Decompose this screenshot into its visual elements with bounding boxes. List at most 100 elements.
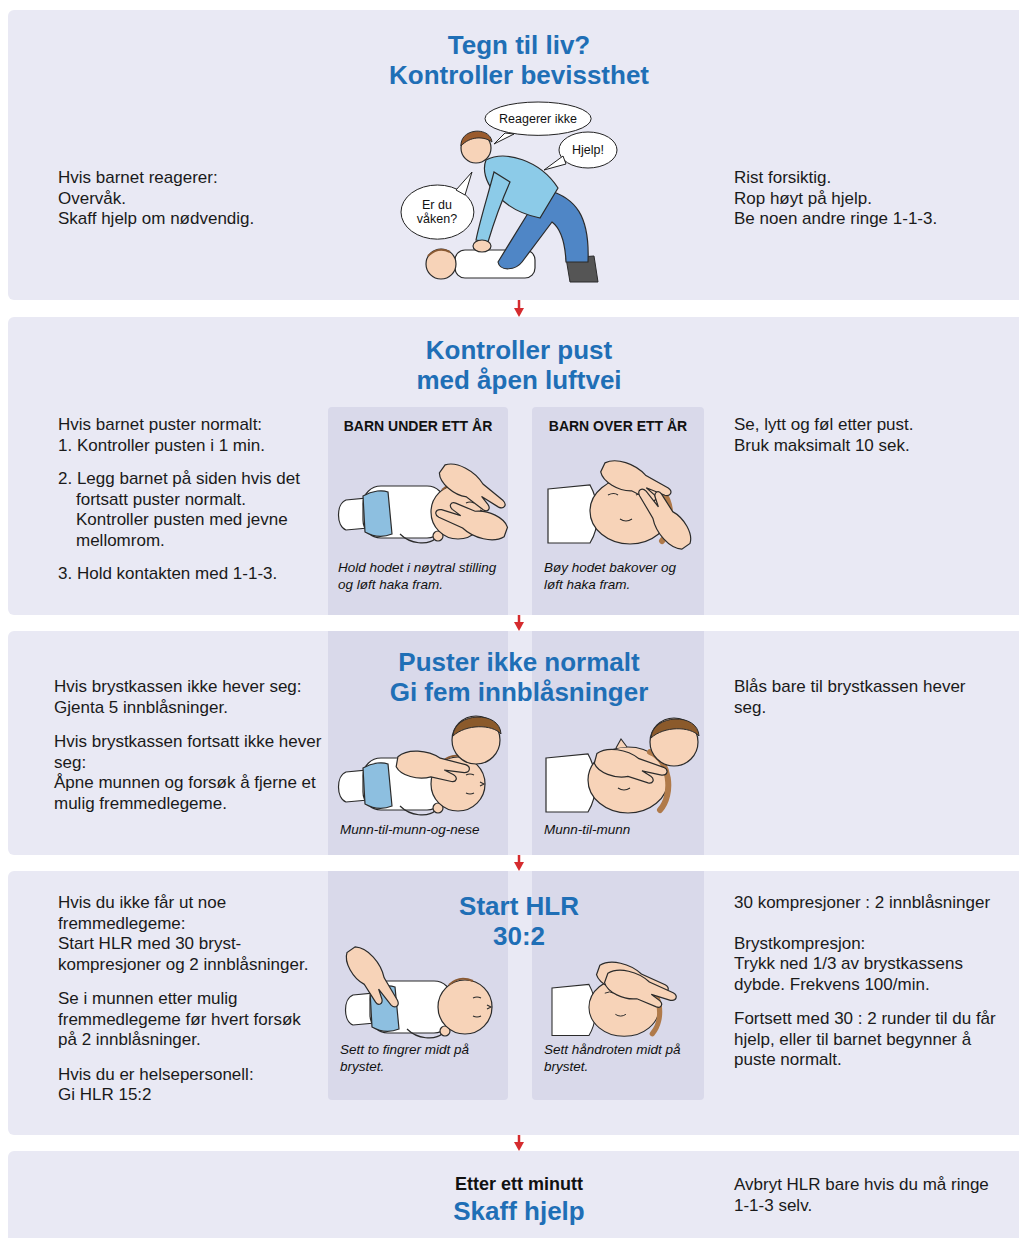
panel-caption: Hold hodet i nøytral stilling og løft ha… (338, 559, 504, 593)
text-slot: Munn-til-munn-og-nese (340, 821, 500, 838)
breath-infant (339, 716, 502, 815)
infant-figure (339, 756, 486, 815)
instruction-text: Rop høyt på hjelp. (734, 189, 1009, 210)
step-heading: Tegn til liv? Kontroller bevissthet (385, 30, 653, 90)
rescuer-figure (461, 131, 598, 282)
bubble-tail (456, 172, 472, 195)
instruction-text: Trykk ned 1/3 av brystkassens dybde. Fre… (734, 954, 1009, 995)
text-slot: Kontroller pust med åpen luftvei (406, 335, 632, 395)
child-body (455, 250, 535, 278)
rescuer-legs (498, 190, 588, 269)
panel-label: BARN UNDER ETT ÅR (334, 418, 502, 435)
rescuer-hand (473, 240, 491, 252)
bubble-ellipse (401, 185, 474, 239)
text-slot: Er du våken? (412, 198, 462, 226)
text-slot: Hvis du er helsepersonell: (58, 1065, 323, 1086)
text-slot: 30 kompresjoner : 2 innblåsninger (734, 893, 1009, 914)
bubble-tail (494, 133, 514, 144)
instruction-text: Hvis brystkassen ikke hever seg: (54, 677, 324, 698)
instruction-text: 1. Kontroller pusten i 1 min. (58, 436, 323, 457)
hand-figure (633, 480, 697, 555)
panel-caption: Munn-til-munn-og-nese (340, 821, 500, 838)
child-head (426, 249, 456, 279)
text-slot: Blås bare til brystkassen hever seg. (734, 677, 994, 718)
step-panel: Tegn til liv? Kontroller bevissthetHvis … (8, 10, 1019, 300)
instruction-text: Bruk maksimalt 10 sek. (734, 436, 1009, 457)
text-slot: BARN OVER ETT ÅR (536, 418, 700, 435)
text-slot: Sett håndroten midt på brystet. (544, 1041, 684, 1075)
flow-arrow (518, 615, 521, 627)
speech-text: Hjelp! (572, 143, 604, 157)
text-slot: Brystkompresjon: (734, 934, 1009, 955)
bubble-tails (456, 133, 566, 195)
connector-group (519, 300, 520, 1147)
text-slot: Hjelp! (572, 143, 604, 157)
instruction-text: Start HLR med 30 bryst- kompresjoner og … (58, 934, 323, 975)
text-slot: Etter ett minutt (369, 1173, 669, 1195)
step-subheading: Etter ett minutt (369, 1173, 669, 1195)
bubble-ellipse (485, 102, 591, 135)
hand-figure (594, 956, 671, 1006)
hand-figure (395, 748, 471, 787)
text-slot: Hvis brystkassen fortsatt ikke hever seg… (54, 732, 324, 773)
airway-child (548, 454, 696, 554)
text-slot: Åpne munnen og forsøk å fjerne et mulig … (54, 773, 324, 814)
panel-caption: Sett håndroten midt på brystet. (544, 1041, 684, 1075)
child-head-figure (546, 739, 668, 813)
instruction-text: Be noen andre ringe 1-1-3. (734, 209, 1009, 230)
text-slot: Avbryt HLR bare hvis du må ringe 1-1-3 s… (734, 1175, 994, 1216)
rescuer-hair (461, 131, 492, 146)
text-slot: Skaff hjelp (369, 1196, 669, 1226)
text-slot: Trykk ned 1/3 av brystkassens dybde. Fre… (734, 954, 1009, 995)
rescuer-torso (484, 156, 558, 218)
speech-bubble: Hjelp! (558, 131, 618, 169)
speech-text: Er du våken? (412, 198, 462, 226)
text-slot: Munn-til-munn (544, 821, 694, 838)
child-hair (428, 250, 450, 256)
text-slot: Hvis du ikke får ut noe fremmedlegeme: (58, 893, 323, 934)
instruction-text: Se i munnen etter mulig fremmedlegeme fø… (58, 989, 323, 1051)
infant-figure (339, 484, 486, 543)
instruction-text: Hvis du ikke får ut noe fremmedlegeme: (58, 893, 323, 934)
child-figure (426, 249, 535, 279)
text-slot: Bruk maksimalt 10 sek. (734, 436, 1009, 457)
text-slot: Rist forsiktig. (734, 168, 1009, 189)
instruction-text: Hvis brystkassen fortsatt ikke hever seg… (54, 732, 324, 773)
text-slot: Start HLR med 30 bryst- kompresjoner og … (58, 934, 323, 975)
instruction-text: Åpne munnen og forsøk å fjerne et mulig … (54, 773, 324, 814)
instruction-text: Skaff hjelp om nødvendig. (58, 209, 323, 230)
infant-figure (346, 979, 493, 1038)
step-panel: Puster ikke normalt Gi fem innblåsninger… (8, 631, 1019, 855)
instruction-text: 30 kompresjoner : 2 innblåsninger (734, 893, 1009, 914)
flow-arrow (518, 855, 521, 867)
text-slot: Hvis barnet reagerer: (58, 168, 323, 189)
text-slot: Puster ikke normalt Gi fem innblåsninger (385, 647, 653, 707)
instruction-text: Hvis du er helsepersonell: (58, 1065, 323, 1086)
text-slot: Bøy hodet bakover og løft haka fram. (544, 559, 696, 593)
text-slot: Gi HLR 15:2 (58, 1085, 323, 1106)
instruction-text: Blås bare til brystkassen hever seg. (734, 677, 994, 718)
speech-bubble: Er du våken? (400, 184, 475, 240)
illustration-panel: BARN OVER ETT ÅR Bøy hodet bakover og løf… (532, 407, 704, 615)
text-slot: Sett to fingrer midt på brystet. (340, 1041, 480, 1075)
instruction-text: Gi HLR 15:2 (58, 1085, 323, 1106)
panel-caption: Sett to fingrer midt på brystet. (340, 1041, 480, 1075)
instruction-text: Hvis barnet puster normalt: (58, 415, 323, 436)
instruction-text: Gjenta 5 innblåsninger. (54, 698, 324, 719)
child-head-figure (552, 971, 660, 1036)
panel-caption: Bøy hodet bakover og løft haka fram. (544, 559, 696, 593)
text-slot: Skaff hjelp om nødvendig. (58, 209, 323, 230)
text-slot: Overvåk. (58, 189, 323, 210)
text-slot: Tegn til liv? Kontroller bevissthet (385, 30, 653, 90)
rescuer-head-figure (452, 716, 501, 764)
text-slot: Hold hodet i nøytral stilling og løft ha… (338, 559, 504, 593)
rescuer-head-figure (650, 718, 699, 766)
breath-child (546, 718, 699, 813)
cpr-infant (341, 942, 492, 1038)
text-slot: 2. Legg barnet på siden hvis det fortsat… (58, 469, 323, 551)
instruction-text: Se, lytt og føl etter pust. (734, 415, 1009, 436)
text-slot: 1. Kontroller pusten i 1 min. (58, 436, 323, 457)
instruction-text: Hvis barnet reagerer: (58, 168, 323, 189)
